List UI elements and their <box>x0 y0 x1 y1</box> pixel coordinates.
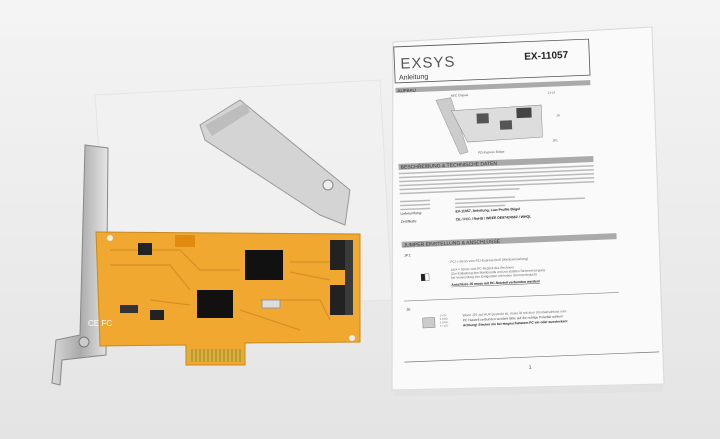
j6-pin-3: 4 +12V <box>440 323 449 327</box>
section-aufbau: AUFBAU <box>397 88 415 94</box>
card-marking: CE FC <box>88 319 112 328</box>
j6-label: J6: <box>406 307 411 311</box>
brand-logo: EXSYS <box>400 53 456 72</box>
j6-pin-2: 3 GND <box>440 320 448 324</box>
spec-label-1: Zertifikate: <box>401 219 418 224</box>
label-chipset: NEC Chipset <box>451 93 469 98</box>
jp1-label: JP1: <box>404 253 411 257</box>
page-number: 1 <box>529 365 532 371</box>
section-description: BESCHREIBUNG & TECHNISCHE DATEN <box>400 161 497 171</box>
j6-line-1: PC Netzteil verbunden werden! Bitte auf … <box>463 314 563 322</box>
jp1-line-3: bei Verwendung von Endgeräten mit hohen … <box>451 272 537 279</box>
jp1-line-1: AUX = Strom vom PC-Netzteil des Rechners <box>451 265 515 272</box>
jp1-line-2: (Zur Entlastung des Mainboards und zur s… <box>451 268 545 276</box>
usb-pin-headers <box>330 240 353 315</box>
card-diagram <box>435 97 543 155</box>
subtitle: Anleitung <box>399 74 429 82</box>
bridge-chip <box>197 290 233 318</box>
jp1-line-0: PCI = Strom vom PCI-Express BUS (Werksei… <box>450 257 528 264</box>
label-ports: J1-J4 <box>548 90 556 94</box>
spec-value-0: EX-11057, Anleitung, Low Profile Bügel <box>455 207 520 214</box>
jp1-warning: Anschluss J6 muss mit PC-Netzteil verbun… <box>451 279 540 287</box>
j6-pin-1: 2 GND <box>440 316 448 320</box>
header-box <box>393 38 591 84</box>
j6-connector-icon <box>422 317 436 329</box>
label-jp1: JP1 <box>553 138 559 142</box>
label-bridge: PCI-Express Bridge <box>478 150 505 155</box>
model-number: EX-11057 <box>524 50 569 63</box>
low-profile-bracket <box>199 99 351 226</box>
manual: EXSYS EX-11057 Anleitung AUFBAU NEC Chip… <box>391 26 665 396</box>
j6-line-0: Wenn JP1 auf AUX gesteckt ist, muss J6 m… <box>463 309 567 317</box>
spec-value-1: CE / FCC / RoHS / WEEE DE97424562 / WHQL <box>456 215 533 222</box>
label-j6: J6 <box>557 113 561 117</box>
usb-card-pcb: CE FC <box>88 231 361 366</box>
j6-pin-0: 1 +5V <box>439 313 446 317</box>
spec-label-0: Lieferumfang: <box>400 211 422 216</box>
j6-line-2: Achtung! Stecker nie bei eingeschaltetem… <box>463 319 568 327</box>
section-jumper: JUMPER EINSTELLUNG & ANSCHLÜSSE <box>404 238 501 249</box>
nec-chip <box>245 250 283 280</box>
full-height-bracket <box>51 144 109 386</box>
